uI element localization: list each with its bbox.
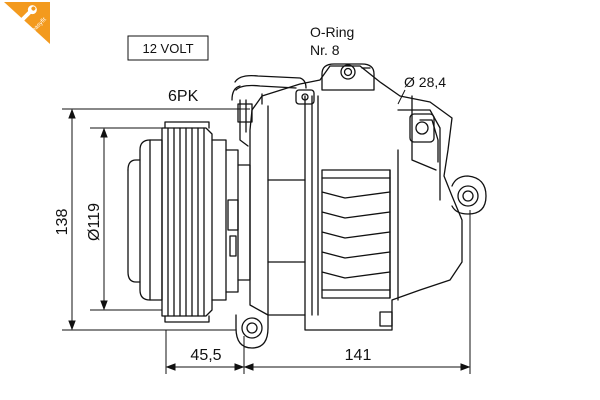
clutch-front-plate <box>127 139 163 301</box>
compressor-body <box>249 65 463 331</box>
rear-housing <box>397 95 441 201</box>
voltage-box <box>127 35 209 61</box>
cylinder-fins <box>321 149 399 301</box>
wrench-icon <box>18 5 37 24</box>
oring-label-line2: Nr. 8 <box>310 42 340 58</box>
port-diameter-label: Ø 28,4 <box>404 74 446 90</box>
offset-dimension: 45,5 <box>190 347 221 364</box>
dim-45-arrow-right <box>234 363 245 371</box>
voltage-label: 12 VOLT <box>142 41 193 56</box>
mount-ear-right <box>451 175 487 215</box>
clutch-housing <box>211 139 251 301</box>
dim-141-arrow-left <box>243 363 254 371</box>
height-dimension: 138 <box>54 209 71 236</box>
dim-45-arrow-left <box>165 363 176 371</box>
length-dimension: 141 <box>345 347 372 364</box>
pulley-grooves <box>161 121 213 323</box>
oring-label-line1: O-Ring <box>310 24 354 40</box>
brand-badge: easyfit <box>4 2 50 44</box>
port-leader-line <box>397 89 406 105</box>
brand-triangle <box>4 2 50 44</box>
mount-ear-bottom <box>235 314 269 349</box>
oring-port <box>321 63 375 91</box>
wire-harness <box>231 74 315 147</box>
dim-119-arrow-bottom <box>100 300 108 311</box>
dim-138-arrow-bottom <box>68 320 76 331</box>
belt-label: 6PK <box>168 88 199 105</box>
mount-ear-bottom-right <box>379 311 393 327</box>
dim-141-arrow-right <box>460 363 471 371</box>
pulley-diameter-dimension: Ø119 <box>86 203 103 241</box>
dim-138-arrow-top <box>68 108 76 119</box>
dim-119-arrow-top <box>100 127 108 138</box>
dimension-lines <box>62 89 471 374</box>
